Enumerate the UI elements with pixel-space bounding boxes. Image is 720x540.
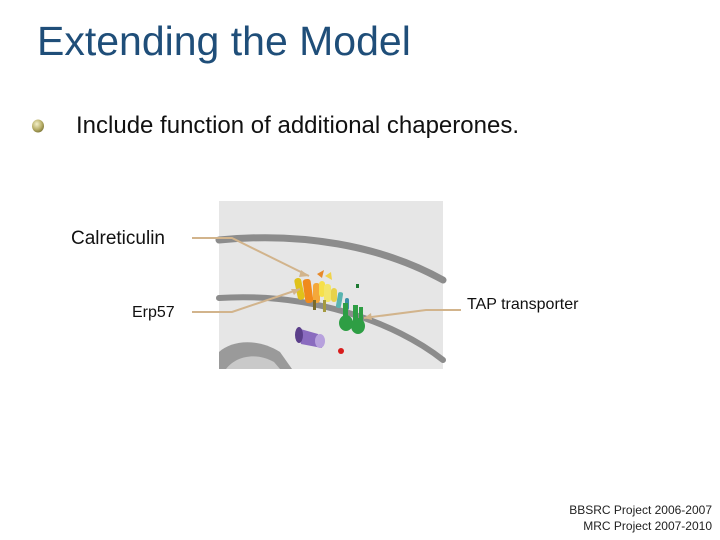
tap-arrowhead (364, 313, 372, 320)
bullet-text: Include function of additional chaperone… (76, 112, 519, 139)
erp57-leader-line (192, 288, 301, 313)
project-credits: BBSRC Project 2006-2007 MRC Project 2007… (569, 502, 712, 534)
er-membrane-upper (215, 234, 447, 284)
bullet-icon (32, 119, 44, 133)
purple-cylinder-end (315, 334, 325, 348)
credit-line-bbsrc: BBSRC Project 2006-2007 (569, 503, 712, 517)
calreticulin-leader-line (192, 237, 310, 277)
red-dot (338, 348, 344, 354)
erp57-label: Erp57 (132, 304, 175, 321)
calreticulin-label: Calreticulin (71, 228, 165, 249)
credit-line-mrc: MRC Project 2007-2010 (583, 519, 712, 533)
slide-title: Extending the Model (37, 18, 411, 64)
chaperone-complex (294, 270, 349, 312)
diagram-panel (219, 201, 443, 369)
calreticulin-arrowhead (299, 270, 309, 277)
erp57-arrowhead (291, 289, 300, 295)
tap-transporter-label: TAP transporter (467, 296, 579, 313)
nucleus-inner (226, 356, 280, 369)
tap-leader-line (363, 309, 461, 319)
tap-transporter-shape (339, 284, 365, 334)
